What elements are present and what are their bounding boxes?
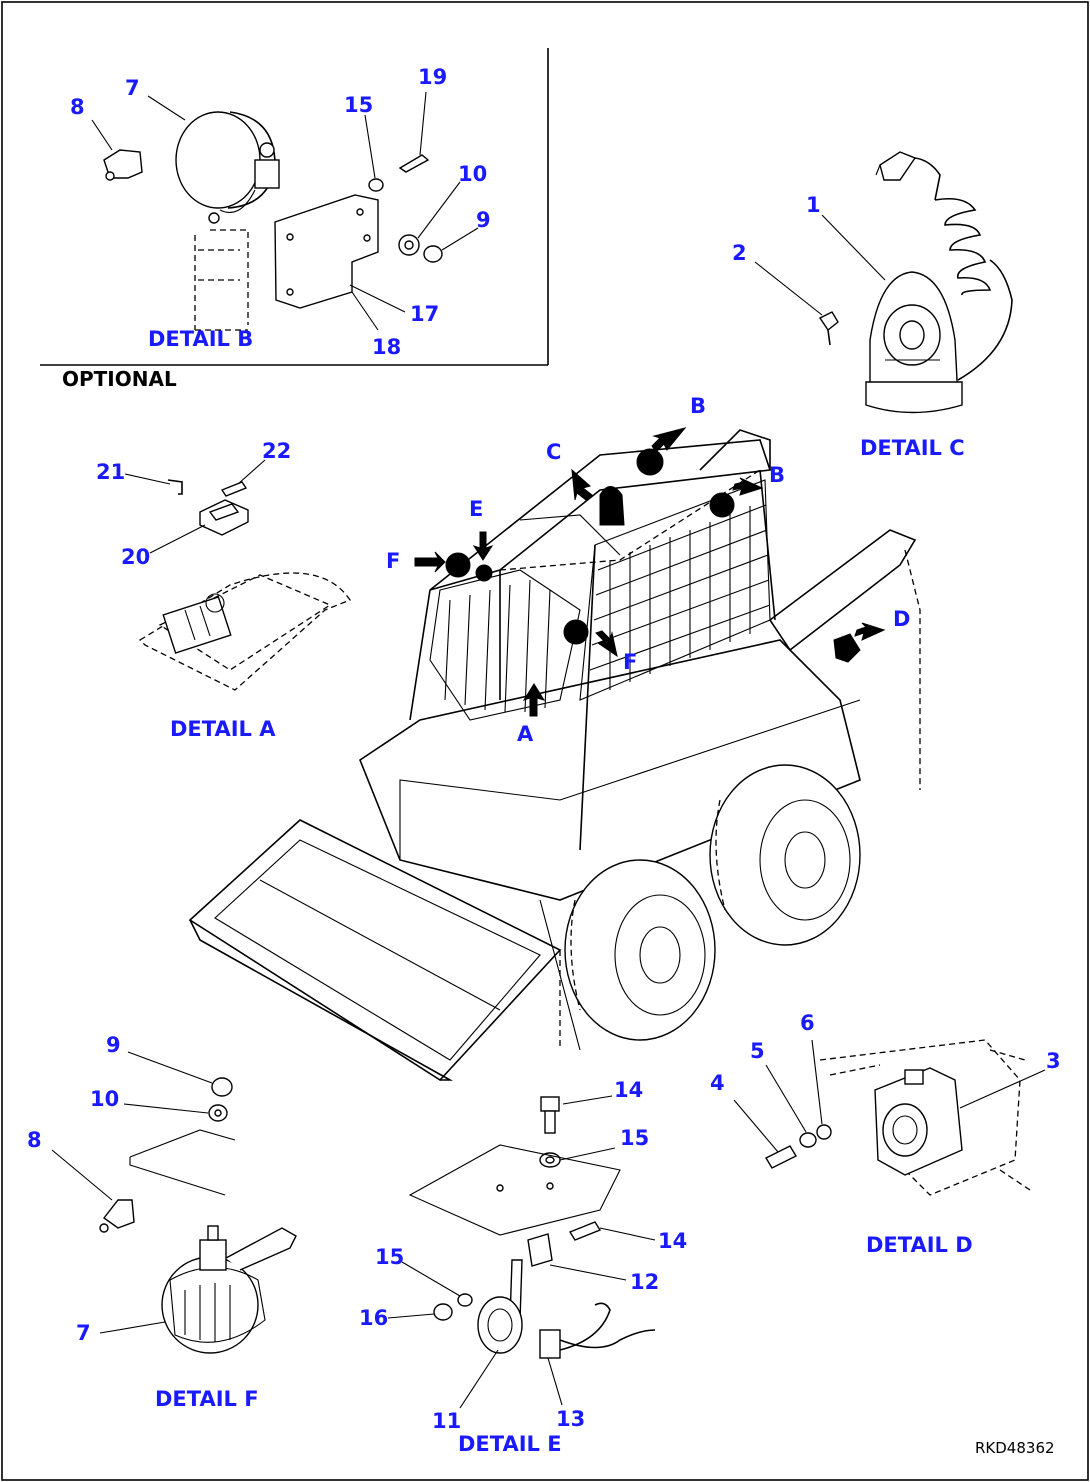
callout-d-5: 5 xyxy=(750,1039,765,1063)
optional-label: OPTIONAL xyxy=(62,367,177,391)
callout-e-14-bottom: 14 xyxy=(658,1229,687,1253)
callout-a-20: 20 xyxy=(121,545,150,569)
callout-b-8: 8 xyxy=(70,95,85,119)
lamp-marker-b1 xyxy=(636,448,664,476)
detail-b-drawing xyxy=(91,91,479,331)
callout-e-13: 13 xyxy=(556,1407,585,1431)
callout-c-2: 2 xyxy=(732,241,747,265)
callout-c-1: 1 xyxy=(806,193,821,217)
callout-e-14-top: 14 xyxy=(614,1078,643,1102)
callout-d-6: 6 xyxy=(800,1011,815,1035)
callout-b-17: 17 xyxy=(410,302,439,326)
marker-letter-f2: F xyxy=(623,650,637,674)
location-markers xyxy=(414,427,886,717)
callout-e-15-top: 15 xyxy=(620,1126,649,1150)
detail-e-label: DETAIL E xyxy=(458,1432,562,1456)
callout-f-8: 8 xyxy=(27,1128,42,1152)
callout-e-12: 12 xyxy=(630,1270,659,1294)
callout-b-10: 10 xyxy=(458,162,487,186)
callout-f-9: 9 xyxy=(106,1033,121,1057)
detail-c-label: DETAIL C xyxy=(860,436,965,460)
detail-c-drawing xyxy=(754,151,1013,414)
callout-a-21: 21 xyxy=(96,460,125,484)
horn-marker-e xyxy=(475,564,493,582)
optional-box-border xyxy=(40,48,549,366)
callout-e-15-bottom: 15 xyxy=(375,1245,404,1269)
callout-b-9: 9 xyxy=(476,208,491,232)
marker-letter-b2: B xyxy=(769,463,785,487)
skid-steer-loader-drawing xyxy=(188,429,921,1082)
drawing-code: RKD48362 xyxy=(975,1439,1055,1457)
detail-b-label: DETAIL B xyxy=(148,327,253,351)
detail-f-label: DETAIL F xyxy=(155,1387,259,1411)
marker-letter-e: E xyxy=(469,497,483,521)
callout-f-7: 7 xyxy=(76,1321,91,1345)
callout-f-10: 10 xyxy=(90,1087,119,1111)
marker-letter-b1: B xyxy=(690,394,706,418)
lamp-marker-f1 xyxy=(445,552,471,578)
marker-letter-a: A xyxy=(517,722,534,746)
socket-marker-d xyxy=(833,633,861,663)
marker-letter-d: D xyxy=(893,607,910,631)
callout-d-3: 3 xyxy=(1046,1049,1061,1073)
callout-e-16: 16 xyxy=(359,1306,388,1330)
lamp-marker-f2 xyxy=(563,619,589,645)
detail-a-drawing xyxy=(124,459,351,691)
callout-a-22: 22 xyxy=(262,439,291,463)
callout-b-7: 7 xyxy=(125,76,140,100)
detail-d-drawing xyxy=(733,1039,1046,1196)
detail-e-drawing xyxy=(387,1095,656,1409)
detail-f-drawing xyxy=(51,1051,297,1354)
callout-e-11: 11 xyxy=(432,1409,461,1433)
beacon-marker-c xyxy=(599,486,625,526)
marker-letter-f1: F xyxy=(386,549,400,573)
callout-b-18: 18 xyxy=(372,335,401,359)
callout-b-19: 19 xyxy=(418,65,447,89)
detail-d-label: DETAIL D xyxy=(866,1233,973,1257)
detail-a-label: DETAIL A xyxy=(170,717,276,741)
lamp-marker-b2 xyxy=(709,492,735,518)
callout-b-15: 15 xyxy=(344,93,373,117)
marker-letter-c: C xyxy=(546,440,561,464)
callout-d-4: 4 xyxy=(710,1071,725,1095)
